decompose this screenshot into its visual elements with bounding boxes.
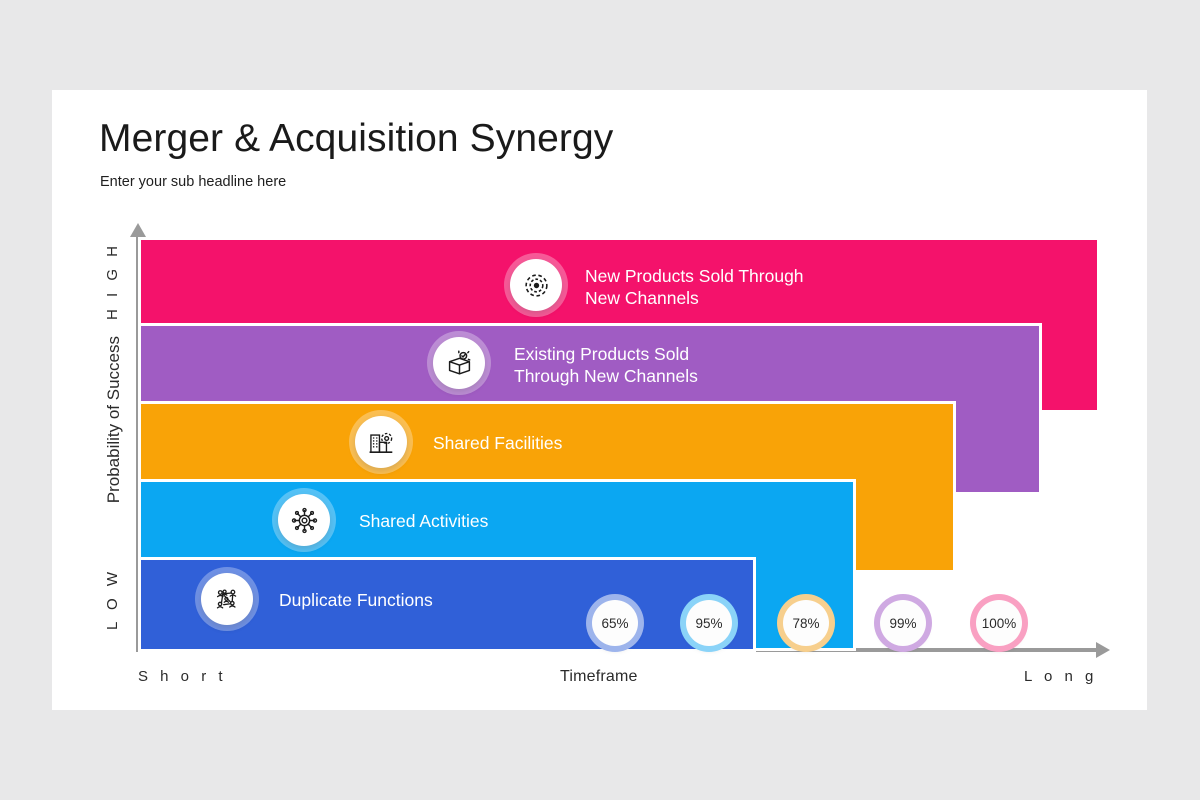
bar-label-duplicate-functions: Duplicate Functions [279,590,433,610]
pct-badge-existing-products: 99% [880,600,926,646]
bar-label-shared-activities: Shared Activities [359,511,489,531]
icon-medallion-new-products [510,259,562,311]
y-axis-title: Probability of Success [104,336,123,504]
bar-label-existing-products: Existing Products Sold Through New Chann… [514,344,698,386]
pct-badge-duplicate-functions: 65% [592,600,638,646]
icon-medallion-shared-facilities [355,416,407,468]
bar-label-new-products: New Products Sold Through New Channels [585,266,804,308]
y-axis-low-label: L O W [104,568,121,630]
icon-medallion-shared-activities [278,494,330,546]
pct-badge-shared-activities: 95% [686,600,732,646]
people-network-icon [214,586,241,613]
page-title: Merger & Acquisition Synergy [99,117,614,160]
pct-badge-new-products: 100% [976,600,1022,646]
bar-label-shared-facilities: Shared Facilities [433,433,563,453]
page-subtitle: Enter your sub headline here [100,174,287,190]
y-axis-arrow-icon [130,223,146,237]
icon-medallion-existing-products [433,337,485,389]
x-axis-title: Timeframe [560,668,638,685]
synergy-chart: H I G H Probability of Success L O W S h… [52,90,1147,710]
target-icon [523,272,550,299]
factory-icon [368,429,395,456]
gear-network-icon [291,507,318,534]
icon-medallion-duplicate-functions [201,573,253,625]
package-check-icon [446,350,473,377]
pct-badge-shared-facilities: 78% [783,600,829,646]
slide-card: Merger & Acquisition Synergy Enter your … [52,90,1147,710]
x-axis-start-label: S h o r t [138,668,227,685]
x-axis-arrow-icon [1096,642,1110,658]
x-axis-end-label: L o n g [1024,668,1098,685]
y-axis-high-label: H I G H [104,242,121,321]
